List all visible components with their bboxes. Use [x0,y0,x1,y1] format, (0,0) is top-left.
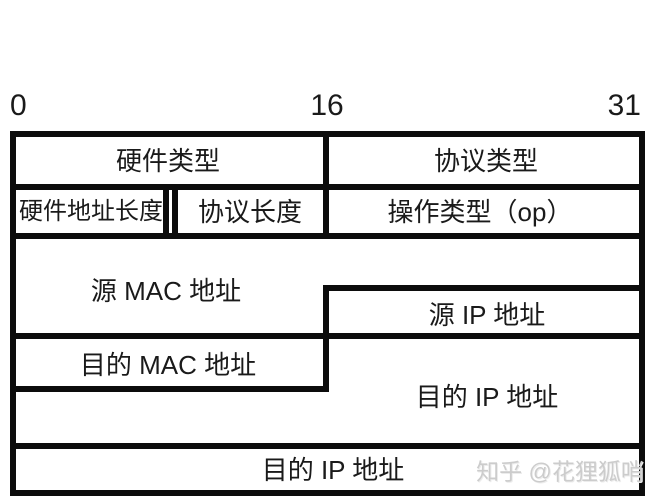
bit-label-16: 16 [310,89,344,122]
mid-column-divider-upper [323,131,329,239]
hardware-type-field-label: 硬件类型 [115,146,221,176]
dest-mac-field-label: 目的 MAC 地址 [79,350,257,380]
protocol-type-field-label: 协议类型 [433,146,539,176]
row2-cell-divider-right [172,186,178,237]
hardware-address-length-field-label: 硬件地址长度 [19,198,163,225]
table-border-bottom [10,490,645,496]
protocol-length-field-label: 协议长度 [197,197,303,227]
dest-ip-continued-field-label: 目的 IP 地址 [261,455,405,485]
dest-mac-bottom-border-line [10,386,329,392]
zhihu-watermark: 知乎 @花狸狐哨 [476,458,644,485]
source-ip-top-border-line [323,285,645,291]
table-border-left [10,131,16,496]
operation-type-field-label: 操作类型（op） [387,197,573,227]
bit-label-0: 0 [10,89,27,122]
row2-cell-divider-left [163,186,169,237]
source-mac-field-label: 源 MAC 地址 [90,276,242,306]
source-ip-field-label: 源 IP 地址 [428,300,546,330]
mid-column-divider-lower [323,285,329,392]
dest-ip-field-label: 目的 IP 地址 [415,382,559,412]
bit-label-31: 31 [607,89,641,122]
last-row-top-divider-line [10,443,645,449]
table-border-right [639,131,645,496]
